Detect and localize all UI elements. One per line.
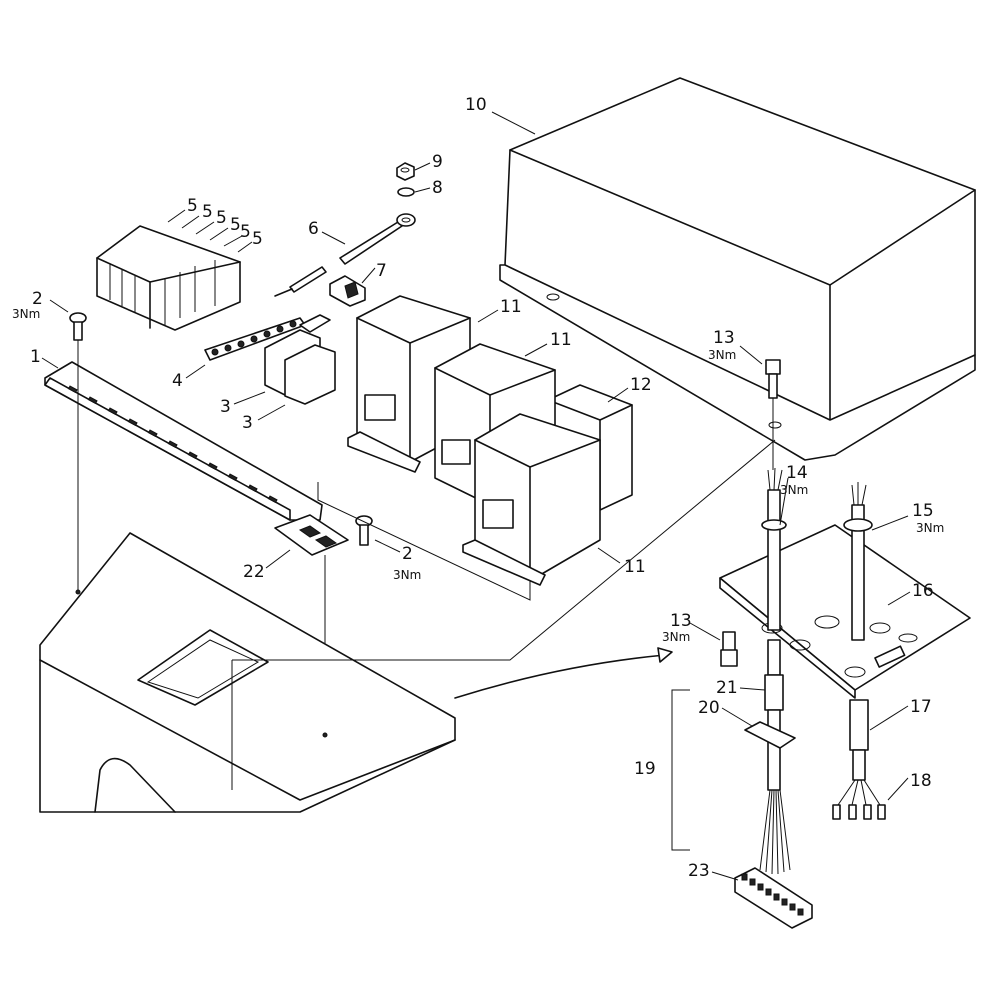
torque-13: 3Nm	[662, 630, 690, 644]
callout-12: 12	[630, 375, 652, 395]
part-8-washer	[397, 187, 415, 197]
torque-14: 3Nm	[780, 483, 808, 497]
part-6-rod	[274, 213, 416, 297]
part-3-terminal-blocks	[264, 314, 336, 405]
callout-23: 23	[688, 861, 710, 881]
part-23-terminal-connector	[734, 867, 813, 929]
part-2-screw-bottom	[355, 515, 373, 546]
part-11-contactor-3	[462, 413, 601, 586]
callout-8: 8	[432, 178, 443, 198]
arrow-to-detail	[454, 654, 666, 699]
torque-15: 3Nm	[916, 521, 944, 535]
callout-13: 13	[670, 611, 692, 631]
torque-2: 3Nm	[12, 307, 40, 321]
callout-16: 16	[912, 581, 934, 601]
part-13-screw-top	[765, 359, 781, 470]
part-5-circuit-breakers	[96, 225, 241, 331]
callout-22: 22	[243, 562, 265, 582]
callout-2: 2	[32, 289, 43, 309]
callout-17: 17	[910, 697, 932, 717]
part-20-clamp	[744, 721, 796, 749]
callout-5: 5	[230, 215, 241, 235]
part-2-screw-top	[69, 312, 87, 592]
callout-7: 7	[376, 261, 387, 281]
callout-5: 5	[216, 208, 227, 228]
callout-11: 11	[550, 330, 572, 350]
part-13-screw-bottom	[720, 631, 738, 667]
torque-13: 3Nm	[708, 348, 736, 362]
machine-housing	[39, 439, 776, 813]
callout-3: 3	[220, 397, 231, 417]
callout-20: 20	[698, 698, 720, 718]
callout-11: 11	[500, 297, 522, 317]
bracket-19	[671, 689, 690, 851]
callout-6: 6	[308, 219, 319, 239]
callout-1: 1	[30, 347, 41, 367]
callout-4: 4	[172, 371, 183, 391]
callout-15: 15	[912, 501, 934, 521]
part-1-din-rail	[44, 361, 323, 521]
callout-5: 5	[187, 196, 198, 216]
part-9-nut	[396, 162, 415, 181]
torque-2: 3Nm	[393, 568, 421, 582]
callout-14: 14	[786, 463, 808, 483]
part-7-clip	[329, 275, 366, 307]
part-22-bracket	[274, 514, 349, 735]
callout-2: 2	[402, 544, 413, 564]
callout-5: 5	[252, 229, 263, 249]
part-10-enclosure-cover	[499, 77, 976, 461]
callout-9: 9	[432, 152, 443, 172]
leader-lines	[41, 111, 911, 881]
cable-15	[832, 482, 886, 820]
callout-5: 5	[202, 202, 213, 222]
callout-13: 13	[713, 328, 735, 348]
callout-3: 3	[242, 413, 253, 433]
callout-18: 18	[910, 771, 932, 791]
callout-19: 19	[634, 759, 656, 779]
cable-14	[759, 467, 791, 875]
callout-5: 5	[240, 222, 251, 242]
callout-11: 11	[624, 557, 646, 577]
callout-labels: 10 9 8 6 7 5 5 5 5 5 5 2 3Nm 1 4 3 3 11 …	[12, 95, 944, 881]
callout-21: 21	[716, 678, 738, 698]
part-16-gland-plate	[719, 524, 971, 699]
callout-10: 10	[465, 95, 487, 115]
